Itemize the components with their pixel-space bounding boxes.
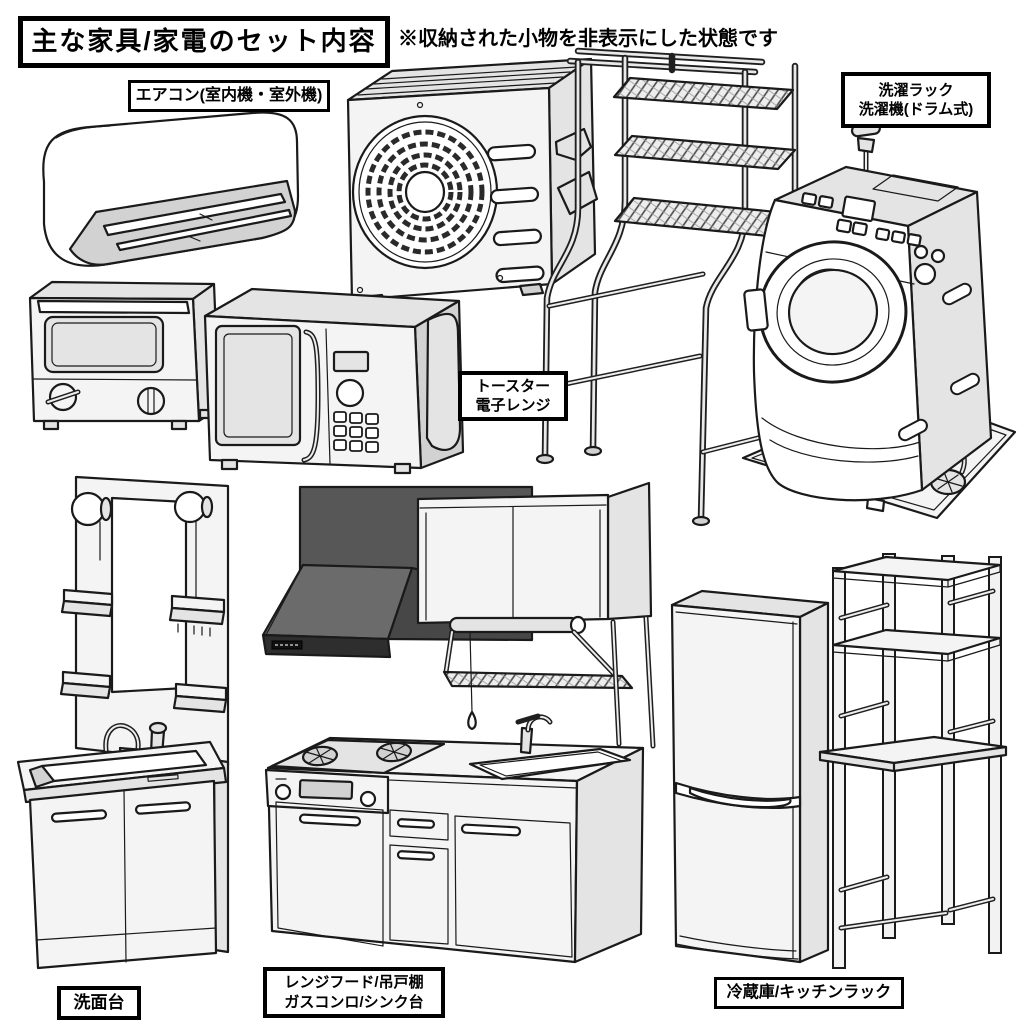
refrigerator-illustration <box>670 589 830 964</box>
label-toaster-line2: 電子レンジ <box>475 397 551 414</box>
microwave-illustration <box>203 287 465 475</box>
range-hood-cupboard-illustration <box>261 481 656 749</box>
label-kitchen-unit: レンジフード/吊戸棚 ガスコンロ/シンク台 <box>263 967 445 1018</box>
label-washstand-text: 洗面台 <box>73 992 125 1012</box>
toaster-oven-illustration <box>28 280 221 431</box>
label-toaster-line1: トースター <box>475 377 551 395</box>
washing-machine-illustration <box>741 121 1017 520</box>
laundry-rack-illustration <box>535 47 799 527</box>
kitchen-base-illustration <box>264 713 645 964</box>
label-fridge-text: 冷蔵庫/キッチンラック <box>726 983 892 1001</box>
label-air-conditioner: エアコン(室内機・室外機) <box>128 80 330 112</box>
label-laundry-rack-washer: 洗濯ラック 洗濯機(ドラム式) <box>841 72 991 128</box>
page-title: 主な家具/家電のセット内容 <box>18 16 390 68</box>
air-conditioner-indoor-illustration <box>42 111 300 267</box>
label-air-conditioner-text: エアコン(室内機・室外機) <box>135 86 323 104</box>
kitchen-rack-illustration <box>818 553 1008 969</box>
label-laundry-line1: 洗濯ラック <box>878 81 954 99</box>
label-fridge-rack: 冷蔵庫/キッチンラック <box>714 977 904 1009</box>
page-note: ※収納された小物を非表示にした状態です <box>398 28 778 50</box>
washstand-illustration <box>16 475 230 970</box>
label-washstand: 洗面台 <box>57 986 141 1020</box>
label-toaster-microwave: トースター 電子レンジ <box>458 371 568 421</box>
label-kitchen-line2: ガスコンロ/シンク台 <box>284 993 424 1011</box>
label-laundry-line2: 洗濯機(ドラム式) <box>858 101 974 118</box>
label-kitchen-line1: レンジフード/吊戸棚 <box>284 974 424 991</box>
